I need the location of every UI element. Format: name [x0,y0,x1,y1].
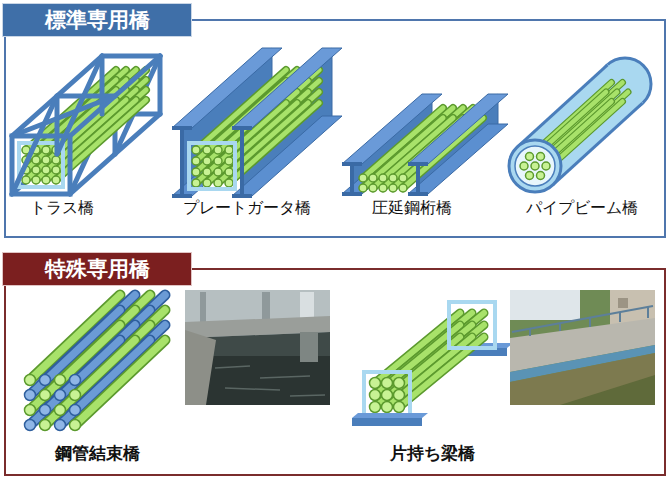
bridge-type-caption: 圧延鋼桁橋 [372,198,452,217]
bridge-type-caption: 鋼管結束橋 [55,443,140,463]
bridge-type-caption: プレートガータ橋 [183,198,311,217]
bundled-pipe-bridge [25,295,166,431]
panel-heading-tab: 特殊専用橋 [2,252,192,286]
bridge-photo [185,290,330,405]
bridge-type-caption: パイプビーム橋 [526,198,638,217]
bridge-photo [510,290,655,405]
rolled-girder-bridge [342,94,508,196]
truss-bridge [12,56,160,194]
pipe-beam-bridge [509,58,651,192]
panel-heading-tab: 標準専用橋 [2,3,192,37]
bridge-type-caption: トラス橋 [30,198,94,217]
plate-girder-bridge [172,48,342,198]
bridge-type-caption: 片持ち梁橋 [390,443,475,463]
cantilever-bridge [352,302,513,426]
